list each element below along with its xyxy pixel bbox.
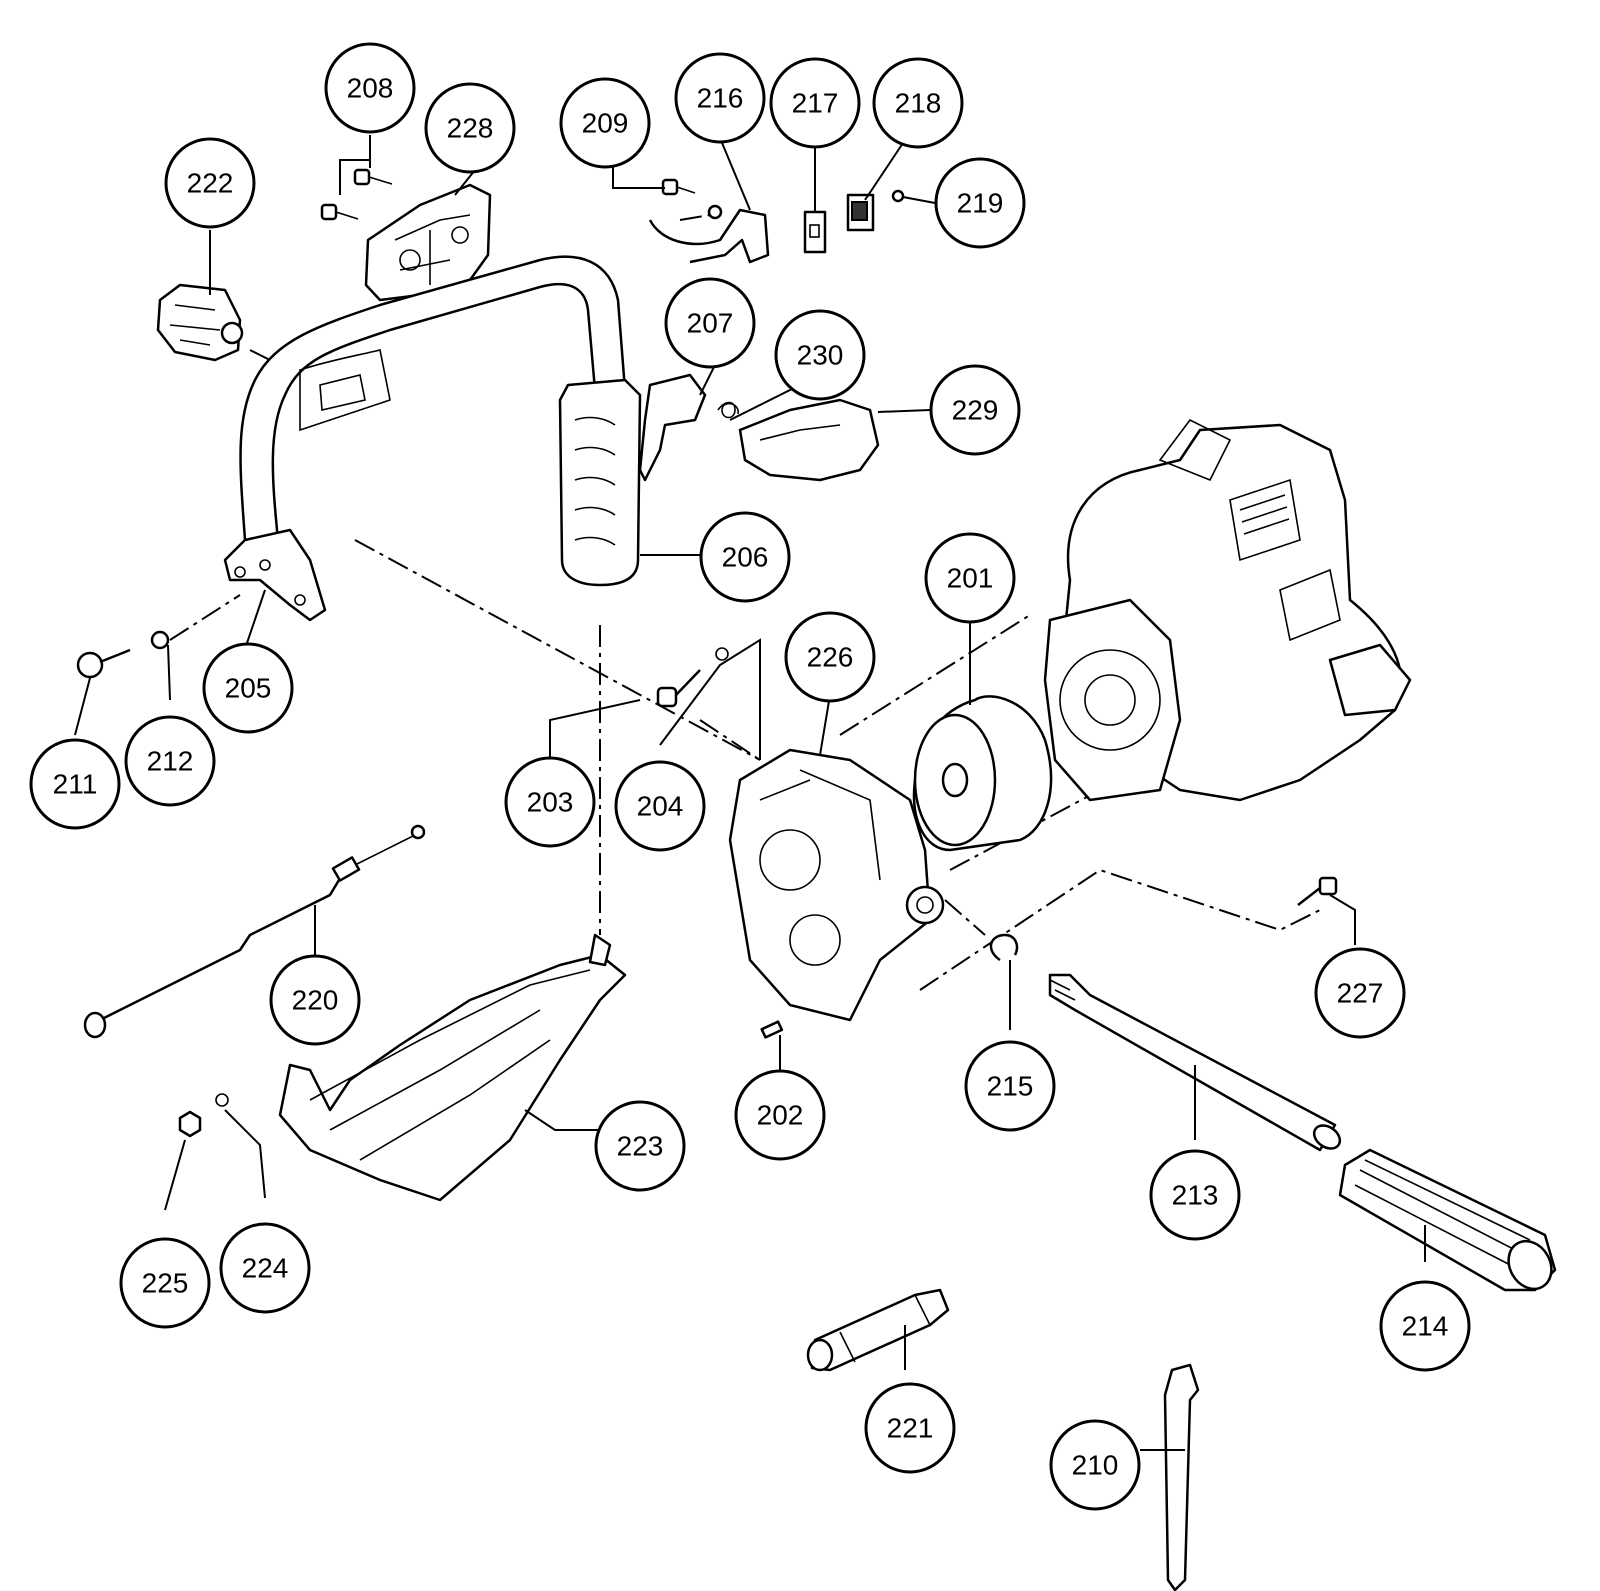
callout-205: 205 — [202, 642, 294, 734]
spring-part — [717, 401, 739, 419]
loop-handle-part — [223, 255, 642, 622]
callout-218-label: 218 — [895, 88, 942, 119]
callouts: 201 202 203 204 205 206 207 208 209 210 … — [29, 42, 1471, 1511]
callout-203: 203 — [504, 756, 596, 848]
washer-224-nut-225 — [178, 1093, 229, 1138]
callout-201-label: 201 — [947, 563, 994, 594]
callout-206-label: 206 — [722, 542, 769, 573]
callout-222-label: 222 — [187, 168, 234, 199]
callout-211: 211 — [29, 738, 121, 830]
callout-219: 219 — [934, 157, 1026, 249]
callout-212-label: 212 — [147, 746, 194, 777]
callout-224-label: 224 — [242, 1253, 289, 1284]
bolt-203-washer-204 — [656, 647, 729, 708]
callout-207: 207 — [664, 277, 756, 369]
circlip-215 — [989, 933, 1019, 962]
callout-222: 222 — [164, 137, 256, 229]
callout-226-label: 226 — [807, 642, 854, 673]
cable-tie-210-part — [1163, 1363, 1200, 1591]
callout-219-label: 219 — [957, 188, 1004, 219]
callout-206: 206 — [699, 511, 791, 603]
callout-210: 210 — [1049, 1419, 1141, 1511]
callout-215-label: 215 — [987, 1071, 1034, 1102]
callout-229-label: 229 — [952, 395, 999, 426]
small-hardware-top — [648, 178, 905, 264]
callout-201: 201 — [924, 532, 1016, 624]
throttle-cover-part — [738, 398, 880, 482]
callout-212: 212 — [124, 715, 216, 807]
callout-230-label: 230 — [797, 340, 844, 371]
screw-208-parts — [320, 168, 393, 221]
callout-213: 213 — [1149, 1149, 1241, 1241]
pin-202 — [760, 1020, 784, 1039]
callout-228: 228 — [424, 82, 516, 174]
callout-208-label: 208 — [347, 73, 394, 104]
callout-214: 214 — [1379, 1280, 1471, 1372]
callout-205-label: 205 — [225, 673, 272, 704]
callout-225: 225 — [119, 1237, 211, 1329]
callout-202-label: 202 — [757, 1100, 804, 1131]
harness-bracket-part — [278, 933, 627, 1202]
callout-215: 215 — [964, 1040, 1056, 1132]
callout-211-label: 211 — [53, 769, 98, 800]
callout-224: 224 — [219, 1222, 311, 1314]
callout-208: 208 — [324, 42, 416, 134]
callout-221-label: 221 — [887, 1413, 934, 1444]
coupling-221-part — [806, 1288, 950, 1372]
callout-221: 221 — [864, 1382, 956, 1474]
throttle-housing-part — [364, 183, 492, 302]
callout-230: 230 — [774, 309, 866, 401]
callout-223-label: 223 — [617, 1131, 664, 1162]
callout-216-label: 216 — [697, 83, 744, 114]
callout-216: 216 — [674, 52, 766, 144]
callout-220: 220 — [269, 954, 361, 1046]
callout-209-label: 209 — [582, 108, 629, 139]
callout-210-label: 210 — [1072, 1450, 1119, 1481]
clutch-drum-part — [912, 695, 1053, 852]
engine-part — [1043, 418, 1412, 802]
callout-220-label: 220 — [292, 985, 339, 1016]
callout-217-label: 217 — [792, 88, 839, 119]
callout-223: 223 — [594, 1100, 686, 1192]
grip-214-part — [1338, 1148, 1557, 1292]
callout-204-label: 204 — [637, 791, 684, 822]
screw-211-washer-212 — [76, 630, 170, 679]
callout-214-label: 214 — [1402, 1311, 1449, 1342]
stop-switch-part — [156, 283, 244, 362]
callout-228-label: 228 — [447, 113, 494, 144]
callout-207-label: 207 — [687, 308, 734, 339]
callout-213-label: 213 — [1172, 1180, 1219, 1211]
callout-226: 226 — [784, 611, 876, 703]
drive-tube-part — [1048, 973, 1342, 1152]
callout-229: 229 — [929, 364, 1021, 456]
callout-204: 204 — [614, 760, 706, 852]
bolt-227 — [1297, 876, 1338, 906]
callout-202: 202 — [734, 1069, 826, 1161]
callout-218: 218 — [872, 57, 964, 149]
callout-217: 217 — [769, 57, 861, 149]
callout-225-label: 225 — [142, 1268, 189, 1299]
throttle-trigger-part — [638, 373, 707, 482]
leader-lines — [74, 135, 1426, 1451]
gear-housing-part — [728, 748, 945, 1022]
callout-227-label: 227 — [1337, 978, 1384, 1009]
callout-203-label: 203 — [527, 787, 574, 818]
callout-227: 227 — [1314, 947, 1406, 1039]
callout-209: 209 — [559, 77, 651, 169]
throttle-cable-part — [83, 824, 426, 1039]
